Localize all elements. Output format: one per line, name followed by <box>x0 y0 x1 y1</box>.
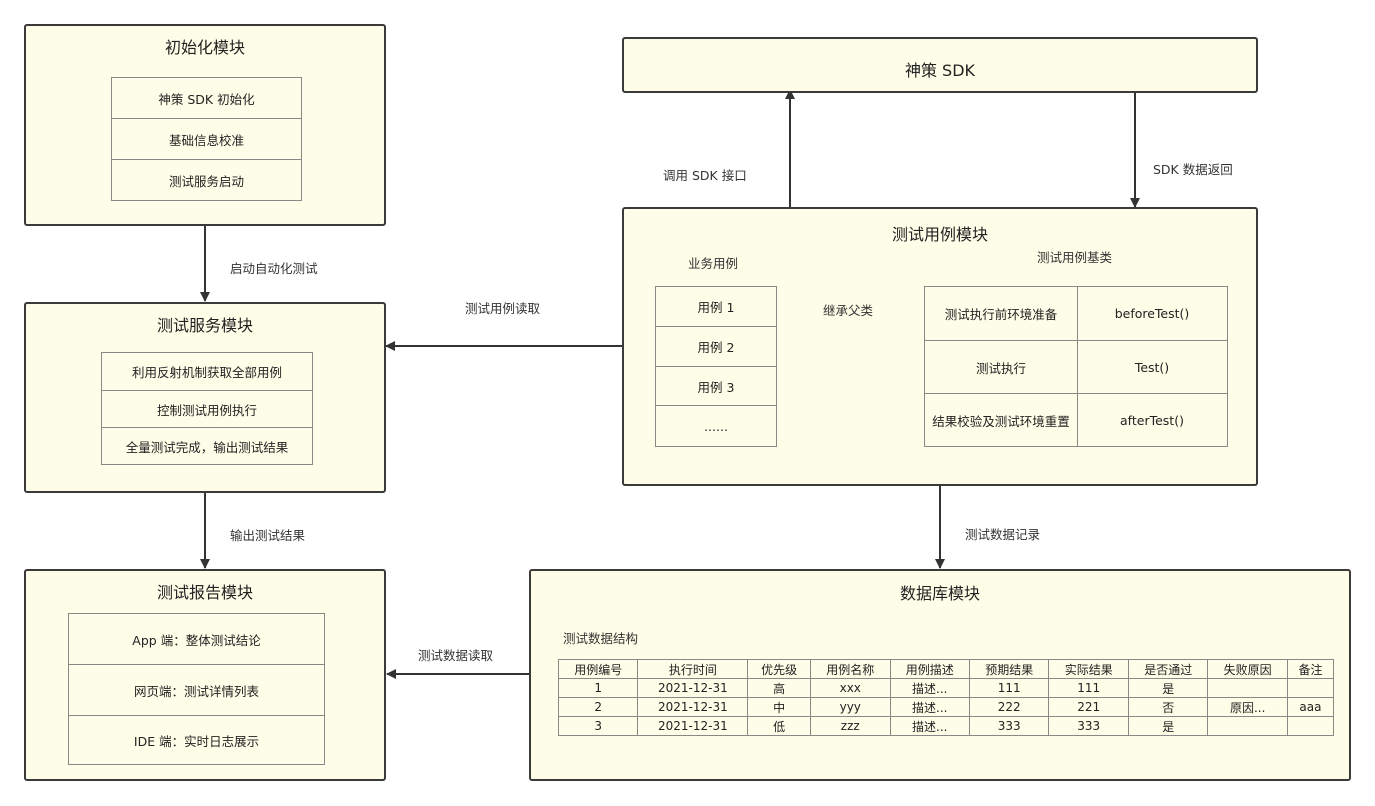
base-row-method: afterTest() <box>1120 412 1184 428</box>
case-module: 测试用例模块 业务用例 用例 1 用例 2 用例 3 ...... 继承父类 测… <box>622 207 1258 486</box>
db-cell: 333 <box>968 716 1050 736</box>
init-items-box: 神策 SDK 初始化 基础信息校准 测试服务启动 <box>111 77 302 201</box>
label-output-results: 输出测试结果 <box>230 528 306 543</box>
db-column-header: 用例名称 <box>810 659 891 679</box>
base-row-method: beforeTest() <box>1114 306 1190 321</box>
base-class-table: 测试执行前环境准备 beforeTest() 测试执行 Test() 结果校验及… <box>924 286 1228 447</box>
init-module: 初始化模块 神策 SDK 初始化 基础信息校准 测试服务启动 <box>24 24 386 226</box>
sdk-module-title: 神策 SDK <box>904 61 976 80</box>
report-module-title: 测试报告模块 <box>156 583 253 602</box>
service-items-box: 利用反射机制获取全部用例 控制测试用例执行 全量测试完成，输出测试结果 <box>101 352 313 465</box>
db-row: 3 2021-12-31 低 zzz 描述... 333 333 是 <box>557 716 1335 736</box>
db-cell: 否 <box>1127 697 1209 717</box>
db-cell: 是 <box>1127 716 1209 736</box>
base-class-title: 测试用例基类 <box>1037 250 1113 265</box>
base-row-name: 测试执行 <box>925 341 1078 393</box>
init-item: 测试服务启动 <box>168 173 244 189</box>
report-item: 网页端：测试详情列表 <box>69 665 324 716</box>
init-module-title: 初始化模块 <box>164 38 245 57</box>
label-read-data: 测试数据读取 <box>418 648 494 663</box>
business-cases-box: 用例 1 用例 2 用例 3 ...... <box>655 286 777 447</box>
case-module-title: 测试用例模块 <box>891 225 988 244</box>
db-cell <box>1286 716 1335 736</box>
label-call-sdk: 调用 SDK 接口 <box>663 168 747 183</box>
db-column-header: 用例编号 <box>557 659 639 679</box>
db-module-title: 数据库模块 <box>899 584 980 603</box>
db-cell: 2021-12-31 <box>637 697 749 717</box>
db-row: 2 2021-12-31 中 yyy 描述... 222 221 否 原因...… <box>557 697 1335 717</box>
db-table: 用例编号 执行时间 优先级 用例名称 用例描述 预期结果 实际结果 是否通过 失… <box>557 659 1335 736</box>
service-item: 利用反射机制获取全部用例 <box>102 353 312 391</box>
db-column-header: 预期结果 <box>968 659 1050 679</box>
label-start-auto-test: 启动自动化测试 <box>230 261 318 276</box>
db-column-header: 实际结果 <box>1048 659 1129 679</box>
service-item: 控制测试用例执行 <box>102 391 312 428</box>
base-row-method: Test() <box>1134 359 1170 375</box>
base-row-name: 测试执行前环境准备 <box>925 287 1078 340</box>
label-read-cases: 测试用例读取 <box>465 301 541 316</box>
db-cell: 111 <box>1048 678 1129 698</box>
db-cell: 221 <box>1048 697 1129 717</box>
service-module: 测试服务模块 利用反射机制获取全部用例 控制测试用例执行 全量测试完成，输出测试… <box>24 302 386 493</box>
db-cell: 1 <box>557 678 639 698</box>
db-cell: 3 <box>557 716 639 736</box>
db-cell: 333 <box>1048 716 1129 736</box>
business-case: 用例 1 <box>656 287 776 327</box>
sdk-module: 神策 SDK <box>622 37 1258 93</box>
db-module: 数据库模块 测试数据结构 用例编号 执行时间 优先级 用例名称 用例描述 预期结… <box>529 569 1351 781</box>
base-row: 测试执行 Test() <box>925 341 1227 394</box>
db-subtitle: 测试数据结构 <box>563 631 639 646</box>
db-cell: 描述... <box>889 678 970 698</box>
db-column-header: 备注 <box>1286 659 1335 679</box>
db-cell: 2 <box>557 697 639 717</box>
db-column-header: 是否通过 <box>1127 659 1209 679</box>
db-cell <box>1207 716 1288 736</box>
db-cell: 高 <box>747 678 812 698</box>
base-row-name: 结果校验及测试环境重置 <box>925 394 1078 446</box>
business-case: 用例 3 <box>656 367 776 406</box>
db-header-row: 用例编号 执行时间 优先级 用例名称 用例描述 预期结果 实际结果 是否通过 失… <box>557 659 1335 679</box>
db-row: 1 2021-12-31 高 xxx 描述... 111 111 是 <box>557 678 1335 698</box>
db-cell: 原因... <box>1207 697 1288 717</box>
service-item: 全量测试完成，输出测试结果 <box>125 439 289 455</box>
init-item: 基础信息校准 <box>112 119 301 160</box>
db-column-header: 优先级 <box>747 659 812 679</box>
db-cell <box>1286 678 1335 698</box>
base-row: 结果校验及测试环境重置 afterTest() <box>925 394 1227 446</box>
db-cell: yyy <box>810 697 891 717</box>
report-item: App 端：整体测试结论 <box>69 614 324 665</box>
business-case: 用例 2 <box>656 327 776 367</box>
db-cell: 222 <box>968 697 1050 717</box>
db-cell: 2021-12-31 <box>637 716 749 736</box>
db-cell: 111 <box>968 678 1050 698</box>
db-cell: 描述... <box>889 716 970 736</box>
db-column-header: 用例描述 <box>889 659 970 679</box>
business-case: ...... <box>704 418 728 434</box>
base-row: 测试执行前环境准备 beforeTest() <box>925 287 1227 341</box>
service-module-title: 测试服务模块 <box>156 316 253 335</box>
db-cell <box>1207 678 1288 698</box>
db-cell: 描述... <box>889 697 970 717</box>
db-cell: 中 <box>747 697 812 717</box>
db-column-header: 失败原因 <box>1207 659 1288 679</box>
db-cell: 是 <box>1127 678 1209 698</box>
inherit-label: 继承父类 <box>823 303 874 318</box>
label-record-data: 测试数据记录 <box>965 527 1041 542</box>
report-module: 测试报告模块 App 端：整体测试结论 网页端：测试详情列表 IDE 端：实时日… <box>24 569 386 781</box>
db-cell: aaa <box>1286 697 1335 717</box>
report-items-box: App 端：整体测试结论 网页端：测试详情列表 IDE 端：实时日志展示 <box>68 613 325 765</box>
report-item: IDE 端：实时日志展示 <box>133 733 260 749</box>
init-item: 神策 SDK 初始化 <box>112 78 301 119</box>
label-sdk-return: SDK 数据返回 <box>1153 162 1233 177</box>
db-cell: 2021-12-31 <box>637 678 749 698</box>
db-cell: xxx <box>810 678 891 698</box>
db-column-header: 执行时间 <box>637 659 749 679</box>
business-cases-title: 业务用例 <box>688 256 739 271</box>
db-cell: zzz <box>810 716 891 736</box>
db-cell: 低 <box>747 716 812 736</box>
